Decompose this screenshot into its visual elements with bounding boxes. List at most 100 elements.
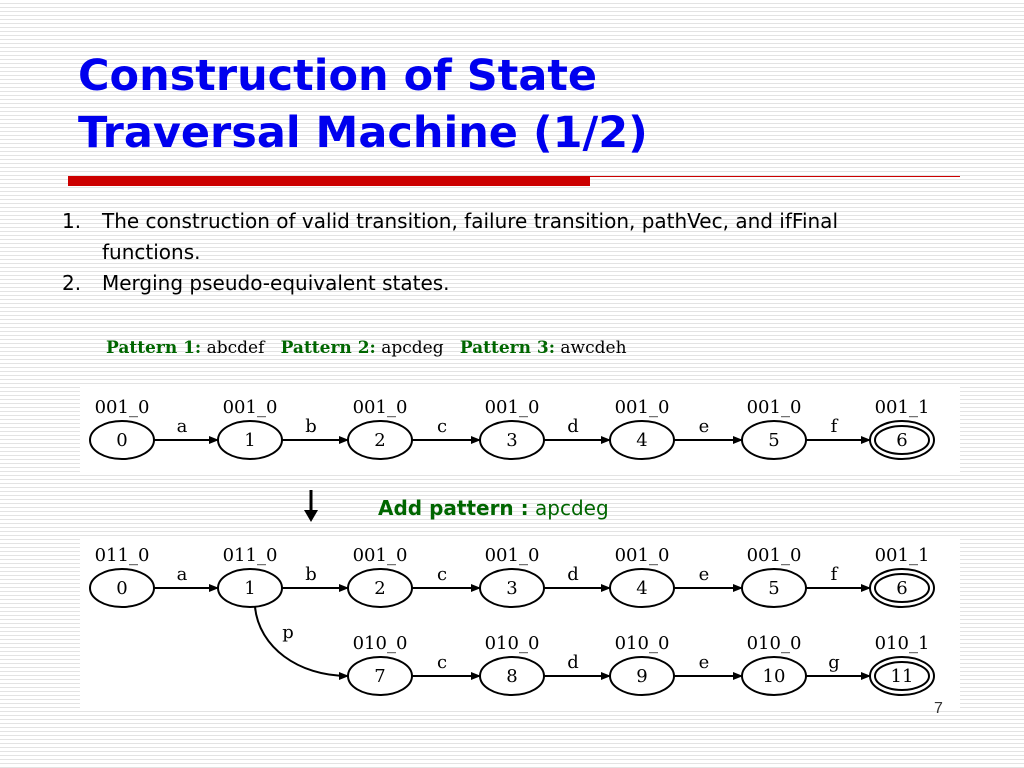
add-pattern-label: Add pattern : — [378, 496, 529, 520]
state-id: 4 — [636, 430, 647, 451]
state-id: 11 — [891, 666, 914, 687]
state-id: 2 — [374, 578, 385, 599]
state-tag: 010_0 — [747, 633, 802, 654]
edge-label: c — [437, 652, 447, 673]
state-node-2: 2 001_0 — [347, 397, 413, 460]
pattern-line: Pattern 1: abcdef Pattern 2: apcdeg Patt… — [106, 338, 627, 358]
state-tag: 011_0 — [223, 545, 278, 566]
edge-label: a — [177, 416, 188, 437]
state-node-5: 5 001_0 — [741, 545, 807, 608]
edge-label: b — [305, 416, 317, 437]
state-node-0: 0 011_0 — [89, 545, 155, 608]
state-node-10: 10 010_0 — [741, 633, 807, 696]
state-tag: 010_1 — [875, 633, 930, 654]
state-id: 9 — [636, 666, 647, 687]
add-pattern-caption: Add pattern : apcdeg — [378, 496, 609, 520]
state-id: 5 — [768, 578, 779, 599]
state-tag: 010_0 — [615, 633, 670, 654]
state-node-4: 4 001_0 — [609, 545, 675, 608]
title-rule-line — [590, 176, 960, 177]
state-tag: 001_0 — [615, 545, 670, 566]
state-tag: 010_0 — [353, 633, 408, 654]
state-id: 1 — [244, 578, 255, 599]
state-node-8: 8 010_0 — [479, 633, 545, 696]
list-text: Merging pseudo-equivalent states. — [102, 271, 450, 295]
state-id: 5 — [768, 430, 779, 451]
title-line-1: Construction of State — [78, 51, 598, 101]
state-node-1: 1 001_0 — [217, 397, 283, 460]
state-tag: 010_0 — [485, 633, 540, 654]
edge-label: c — [437, 416, 447, 437]
state-node-11: 11 010_1 — [869, 633, 935, 696]
slide-title: Construction of State Traversal Machine … — [78, 48, 648, 162]
edge-label: d — [567, 564, 579, 585]
state-id: 4 — [636, 578, 647, 599]
pattern-2-label: Pattern 2: — [280, 338, 376, 358]
state-node-4: 4 001_0 — [609, 397, 675, 460]
state-tag: 001_0 — [353, 397, 408, 418]
state-id: 6 — [896, 430, 907, 451]
state-diagram-original: a b c d e f 0 001_0 1 001_0 2 001_0 3 001_0 4 001_0 5 001… — [89, 397, 935, 460]
state-tag: 001_0 — [747, 545, 802, 566]
state-tag: 001_0 — [95, 397, 150, 418]
edge-label: f — [831, 416, 839, 437]
state-tag: 001_1 — [875, 397, 930, 418]
state-tag: 001_0 — [485, 545, 540, 566]
edge-label: p — [282, 622, 294, 643]
state-node-2: 2 001_0 — [347, 545, 413, 608]
state-id: 2 — [374, 430, 385, 451]
page-number: 7 — [934, 700, 943, 717]
state-node-6: 6 001_1 — [869, 397, 935, 460]
edge-label: d — [567, 416, 579, 437]
edge-label: g — [828, 652, 840, 673]
list-item-2: 2. Merging pseudo-equivalent states. — [62, 268, 942, 299]
edge-1-7 — [254, 606, 349, 680]
state-id: 10 — [763, 666, 786, 687]
state-id: 7 — [374, 666, 385, 687]
edge-label: a — [177, 564, 188, 585]
state-id: 0 — [116, 578, 127, 599]
edge-label: e — [699, 652, 710, 673]
pattern-3-value: awcdeh — [560, 338, 627, 358]
state-tag: 001_0 — [615, 397, 670, 418]
state-id: 8 — [506, 666, 517, 687]
state-id: 3 — [506, 578, 517, 599]
state-node-1: 1 011_0 — [217, 545, 283, 608]
state-node-5: 5 001_0 — [741, 397, 807, 460]
state-id: 0 — [116, 430, 127, 451]
state-node-3: 3 001_0 — [479, 545, 545, 608]
diagram-panel-1: a b c d e f 0 001_0 1 001_0 2 001_0 3 001_0 4 001_0 5 001… — [80, 384, 960, 472]
state-node-0: 0 001_0 — [89, 397, 155, 460]
title-rule-accent — [68, 176, 590, 186]
edge-label: c — [437, 564, 447, 585]
pattern-1-label: Pattern 1: — [106, 338, 202, 358]
state-node-9: 9 010_0 — [609, 633, 675, 696]
list-item-1: 1. The construction of valid transition,… — [62, 206, 942, 268]
state-tag: 011_0 — [95, 545, 150, 566]
pattern-2-value: apcdeg — [381, 338, 444, 358]
edge-label: e — [699, 416, 710, 437]
title-line-2: Traversal Machine (1/2) — [78, 108, 648, 158]
edge-label: e — [699, 564, 710, 585]
state-id: 3 — [506, 430, 517, 451]
numbered-list: 1. The construction of valid transition,… — [62, 206, 942, 299]
state-id: 1 — [244, 430, 255, 451]
state-tag: 001_0 — [485, 397, 540, 418]
state-tag: 001_1 — [875, 545, 930, 566]
edge-label: b — [305, 564, 317, 585]
state-id: 6 — [896, 578, 907, 599]
list-number: 2. — [62, 271, 82, 295]
add-pattern-value: apcdeg — [535, 496, 609, 520]
pattern-3-label: Pattern 3: — [459, 338, 556, 358]
down-arrow-icon — [300, 488, 322, 528]
state-tag: 001_0 — [747, 397, 802, 418]
state-tag: 001_0 — [223, 397, 278, 418]
state-node-3: 3 001_0 — [479, 397, 545, 460]
list-number: 1. — [62, 209, 82, 233]
state-node-6: 6 001_1 — [869, 545, 935, 608]
pattern-1-value: abcdef — [206, 338, 265, 358]
edge-label: f — [831, 564, 839, 585]
state-tag: 001_0 — [353, 545, 408, 566]
